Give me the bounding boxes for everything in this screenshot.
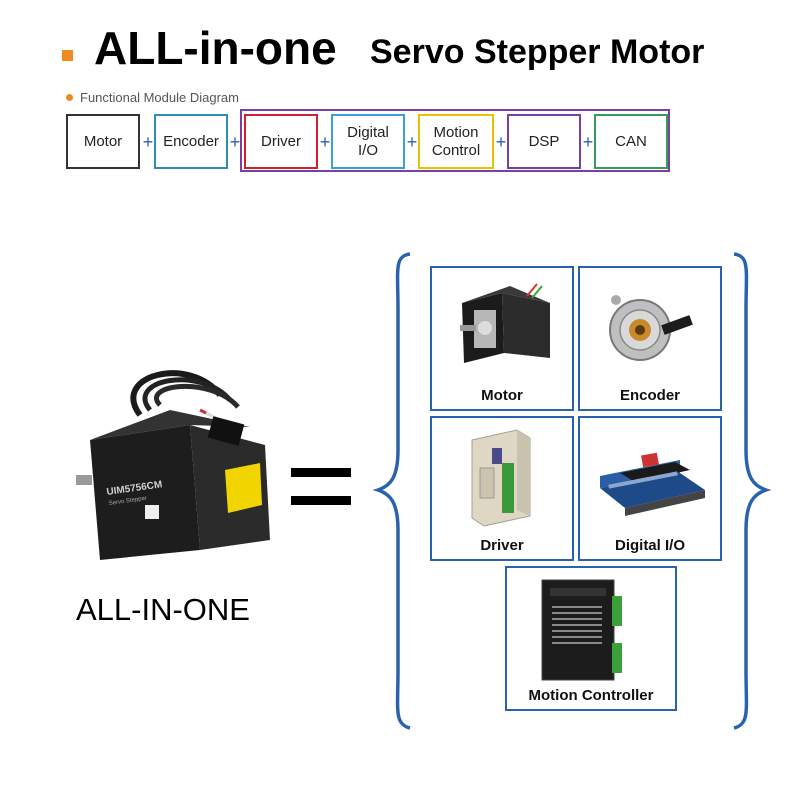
plus-icon: + — [142, 132, 154, 152]
module-label: Driver — [261, 132, 301, 150]
all-in-one-label: ALL-IN-ONE — [76, 592, 250, 627]
equals-icon — [291, 468, 351, 508]
plus-icon: + — [319, 132, 331, 152]
stepper-motor-image — [460, 283, 550, 363]
component-card-digital-io: Digital I/O — [578, 416, 722, 561]
encoder-image — [609, 295, 693, 361]
plus-icon: + — [406, 132, 418, 152]
component-label: Motor — [481, 387, 523, 404]
module-label: Motion Control — [431, 123, 481, 159]
component-label: Encoder — [619, 387, 680, 404]
component-label: Motion Controller — [528, 687, 654, 704]
module-motor: Motor — [66, 114, 140, 169]
component-card-encoder: Encoder — [578, 266, 722, 411]
page-title: ALL-in-one — [94, 22, 337, 74]
module-encoder: Encoder — [154, 114, 228, 169]
motion-controller-image — [541, 579, 622, 681]
motor-model-sub: Servo Stepper — [108, 496, 147, 507]
module-digital-io: Digital I/O — [331, 114, 405, 169]
module-label: Encoder — [163, 132, 219, 150]
component-card-motor: Motor — [430, 266, 574, 411]
subtitle-dot-icon — [66, 94, 73, 101]
title-bullet-icon — [62, 50, 73, 61]
module-label: DSP — [528, 132, 560, 150]
driver-image — [471, 429, 531, 527]
component-card-driver: Driver — [430, 416, 574, 561]
digital-io-image — [600, 452, 705, 516]
module-dsp: DSP — [507, 114, 581, 169]
module-can: CAN — [594, 114, 668, 169]
module-label: CAN — [615, 132, 647, 150]
servo-stepper-motor-image: UIM5756CM Servo Stepper — [76, 370, 270, 560]
plus-icon: + — [229, 132, 241, 152]
diagram-subtitle: Functional Module Diagram — [80, 90, 239, 105]
right-brace-icon — [733, 252, 772, 730]
plus-icon: + — [495, 132, 507, 152]
component-label: Driver — [480, 537, 524, 554]
module-motion-control: Motion Control — [418, 114, 494, 169]
component-label: Digital I/O — [614, 537, 685, 554]
plus-icon: + — [582, 132, 594, 152]
module-label: Motor — [83, 132, 123, 150]
left-brace-icon — [372, 252, 411, 730]
module-driver: Driver — [244, 114, 318, 169]
module-label: Digital I/O — [347, 123, 389, 159]
component-card-motion-controller: Motion Controller — [505, 566, 677, 711]
page-title-sub: Servo Stepper Motor — [370, 33, 705, 71]
integrated-module-group — [240, 109, 670, 172]
